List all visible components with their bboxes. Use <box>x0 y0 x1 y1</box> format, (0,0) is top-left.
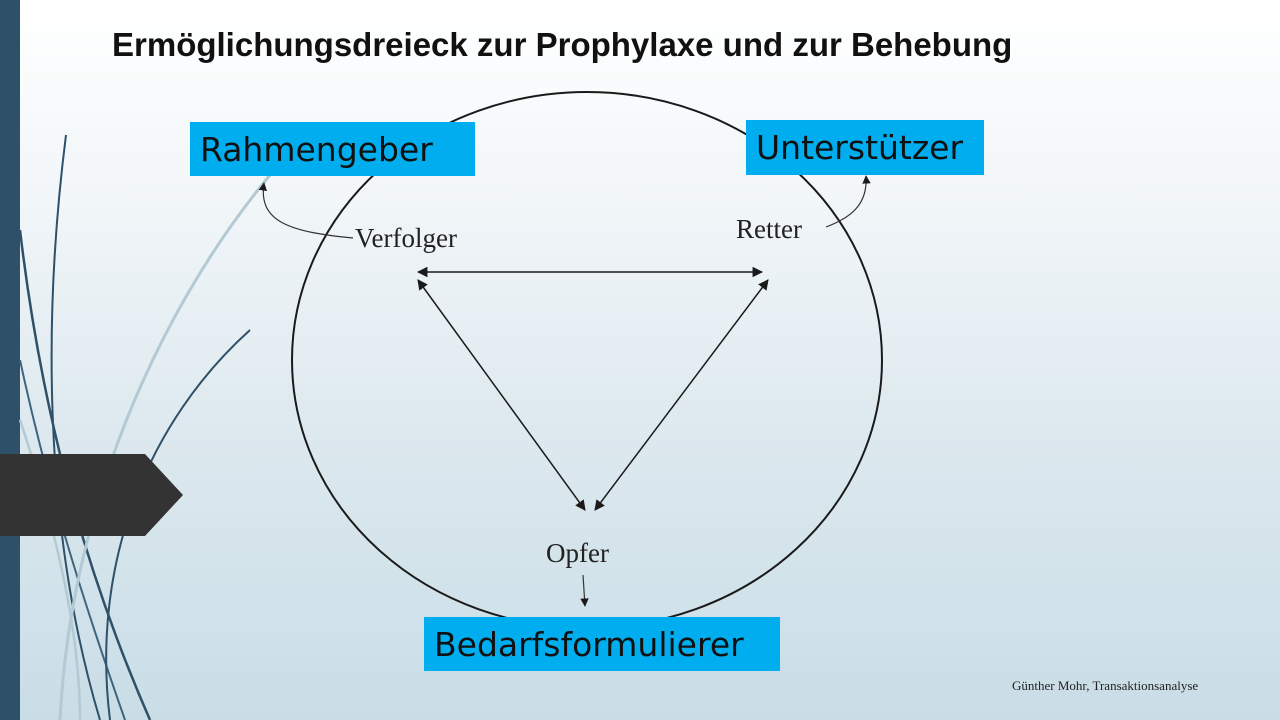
left-accent-bar <box>0 0 20 720</box>
side-tab-shape <box>0 454 183 536</box>
arrow-verfolger-to-rahmengeber <box>258 182 354 239</box>
footer-credit: Günther Mohr, Transaktionsanalyse <box>1012 678 1199 693</box>
box-rahmengeber: Rahmengeber <box>190 122 475 176</box>
slide-title: Ermöglichungsdreieck zur Prophylaxe und … <box>112 26 1013 63</box>
role-label-opfer: Opfer <box>546 538 609 568</box>
arrow-retter-to-unterstuetzer <box>825 175 871 228</box>
arrow-retter-opfer <box>594 279 769 511</box>
box-unterstuetzer: Unterstützer <box>746 120 984 175</box>
arrow-opfer-to-bedarfsformulierer <box>580 574 589 607</box>
arrow-verfolger-opfer <box>417 279 586 511</box>
box-bedarfsformulierer: Bedarfsformulierer <box>424 617 780 671</box>
role-label-retter: Retter <box>736 214 802 244</box>
role-label-verfolger: Verfolger <box>355 223 457 253</box>
